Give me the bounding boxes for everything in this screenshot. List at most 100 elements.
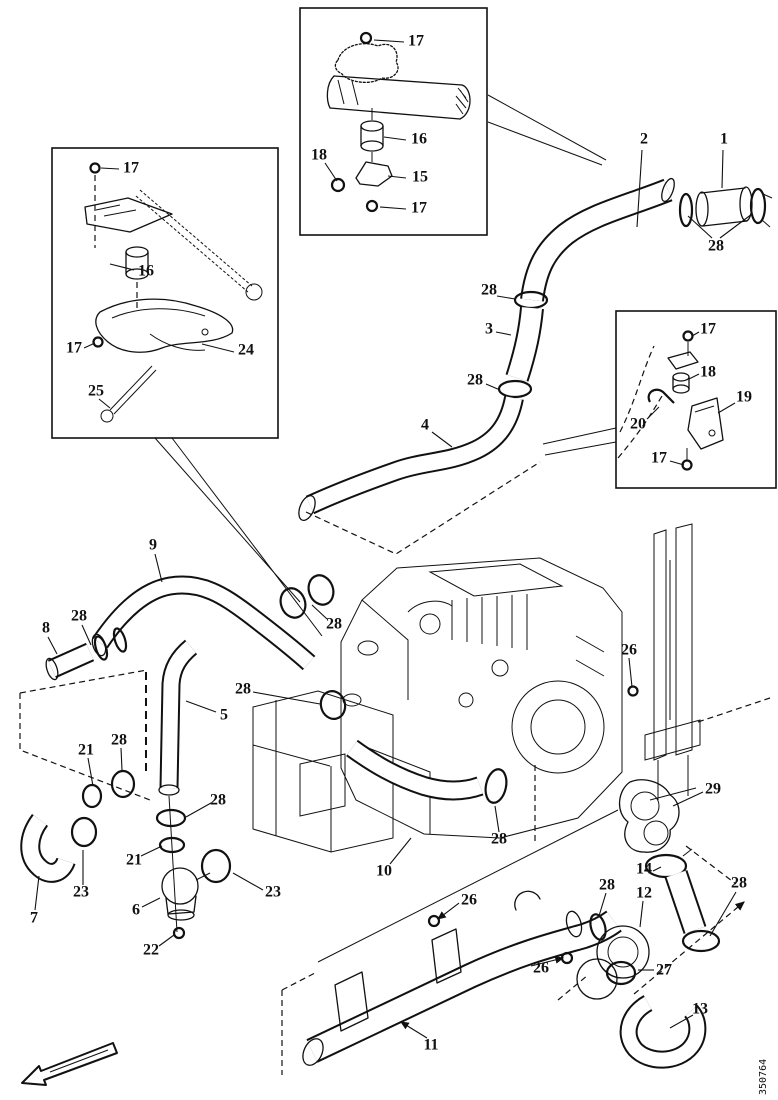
leader-lines: [34, 149, 753, 1039]
pipe-4-drawing: [298, 395, 524, 521]
pipe-group-dash: [281, 972, 316, 1075]
inset2-connector-lines: [154, 437, 323, 637]
bracket-19-drawing: [687, 397, 724, 450]
callout-3: 3: [485, 321, 493, 338]
inset-box-strap-detail: [51, 147, 323, 637]
inset2-leaders: [83, 167, 235, 409]
callout-27: 27: [656, 962, 672, 979]
callout-29: 29: [705, 781, 721, 798]
clamp-28-a-drawing: [678, 192, 694, 228]
callout-28: 28: [708, 238, 724, 255]
callout-2: 2: [640, 131, 648, 148]
short-dash: [557, 974, 589, 1001]
pump-29-drawing: [618, 779, 680, 853]
clamp-28-g-drawing: [319, 690, 347, 720]
bolt-26-c-drawing: [560, 951, 574, 965]
callout-28: 28: [467, 372, 483, 389]
bolt-26-b-drawing: [427, 914, 441, 928]
inset-box-mount-detail: [542, 310, 777, 489]
hose-13-upper-drawing: [664, 870, 707, 934]
ring-27-drawing: [605, 960, 637, 986]
callout-9: 9: [149, 537, 157, 554]
bolt-26-a-drawing: [627, 685, 639, 697]
elbow-12-drawing: [576, 925, 650, 1000]
callout-19: 19: [736, 389, 752, 406]
part-number-stamp: 350764: [758, 1059, 769, 1095]
callout-11: 11: [423, 1037, 438, 1054]
inset-box-muffler-detail: [299, 7, 607, 236]
clamp-28-e-drawing: [279, 587, 307, 619]
callout-28: 28: [326, 616, 342, 633]
assembly-axis-line: [168, 795, 178, 933]
spacer-16-drawing: [360, 108, 384, 162]
callout-17: 17: [408, 33, 424, 50]
callout-24: 24: [238, 342, 254, 359]
inset3-leaders: [646, 331, 736, 466]
hose-2-drawing: [520, 177, 675, 302]
housing-6-drawing: [161, 867, 211, 921]
callout-26: 26: [621, 642, 637, 659]
inset3-connector-lines: [542, 427, 617, 456]
band-clamp-14-drawing: [644, 848, 693, 879]
callout-20: 20: [630, 416, 646, 433]
engine-transmission-drawing: [340, 557, 623, 839]
clamp-screw-17-drawing: [359, 31, 373, 45]
callout-28: 28: [731, 875, 747, 892]
callout-14: 14: [636, 861, 652, 878]
hose-5-drawing: [158, 639, 198, 796]
hose-8-drawing: [45, 642, 95, 681]
context-dash-right: [697, 697, 771, 723]
callout-10: 10: [376, 863, 392, 880]
callout-17: 17: [66, 340, 82, 357]
callout-26: 26: [461, 892, 477, 909]
callout-28: 28: [210, 792, 226, 809]
bracket-24-drawing: [95, 298, 234, 353]
callout-28: 28: [71, 608, 87, 625]
pipe-group-guide-line: [317, 809, 619, 963]
oring-21-a-drawing: [81, 783, 103, 809]
callout-8: 8: [42, 620, 50, 637]
callout-21: 21: [78, 742, 94, 759]
bracket-15-drawing: [355, 161, 393, 187]
callout-7: 7: [30, 910, 38, 927]
bolt-22-drawing: [172, 926, 186, 940]
callout-16: 16: [138, 263, 154, 280]
direction-dash-arrow: [633, 901, 745, 995]
long-strap-drawing: [135, 189, 263, 301]
direction-arrow-icon: [21, 1042, 118, 1086]
oring-21-b-drawing: [158, 836, 186, 854]
hose-10-drawing: [346, 739, 484, 801]
spacer-16b-drawing: [125, 246, 149, 308]
hose-13-drawing: [619, 995, 707, 1069]
callout-21: 21: [126, 852, 142, 869]
callout-17: 17: [123, 160, 139, 177]
clamp-28-l-drawing: [484, 768, 508, 804]
clamp-28-m-drawing: [589, 913, 607, 941]
callout-23: 23: [73, 884, 89, 901]
callout-12: 12: [636, 885, 652, 902]
nut-18-drawing: [330, 177, 346, 193]
callout-15: 15: [412, 169, 428, 186]
callout-17: 17: [651, 450, 667, 467]
channel-bracket-drawing: [644, 523, 701, 801]
callout-28: 28: [491, 831, 507, 848]
pipe-11-drawing: [302, 890, 622, 1066]
callout-18: 18: [700, 364, 716, 381]
washer-plate-drawing: [667, 351, 699, 370]
callout-26: 26: [533, 960, 549, 977]
group-dash-outline: [19, 669, 151, 801]
hose-3-drawing: [505, 306, 544, 382]
clamp-28-d-drawing: [497, 379, 533, 399]
clamp-28-k-drawing: [110, 769, 136, 799]
callout-28: 28: [481, 282, 497, 299]
callout-18: 18: [311, 147, 327, 164]
mount-outline-dash: [305, 461, 541, 555]
clamp-28-b-drawing: [749, 187, 773, 228]
clamp-20-drawing: [647, 388, 675, 404]
muffler-drawing: [326, 75, 471, 120]
callout-6: 6: [132, 902, 140, 919]
clamp-28-j-drawing: [155, 808, 187, 828]
